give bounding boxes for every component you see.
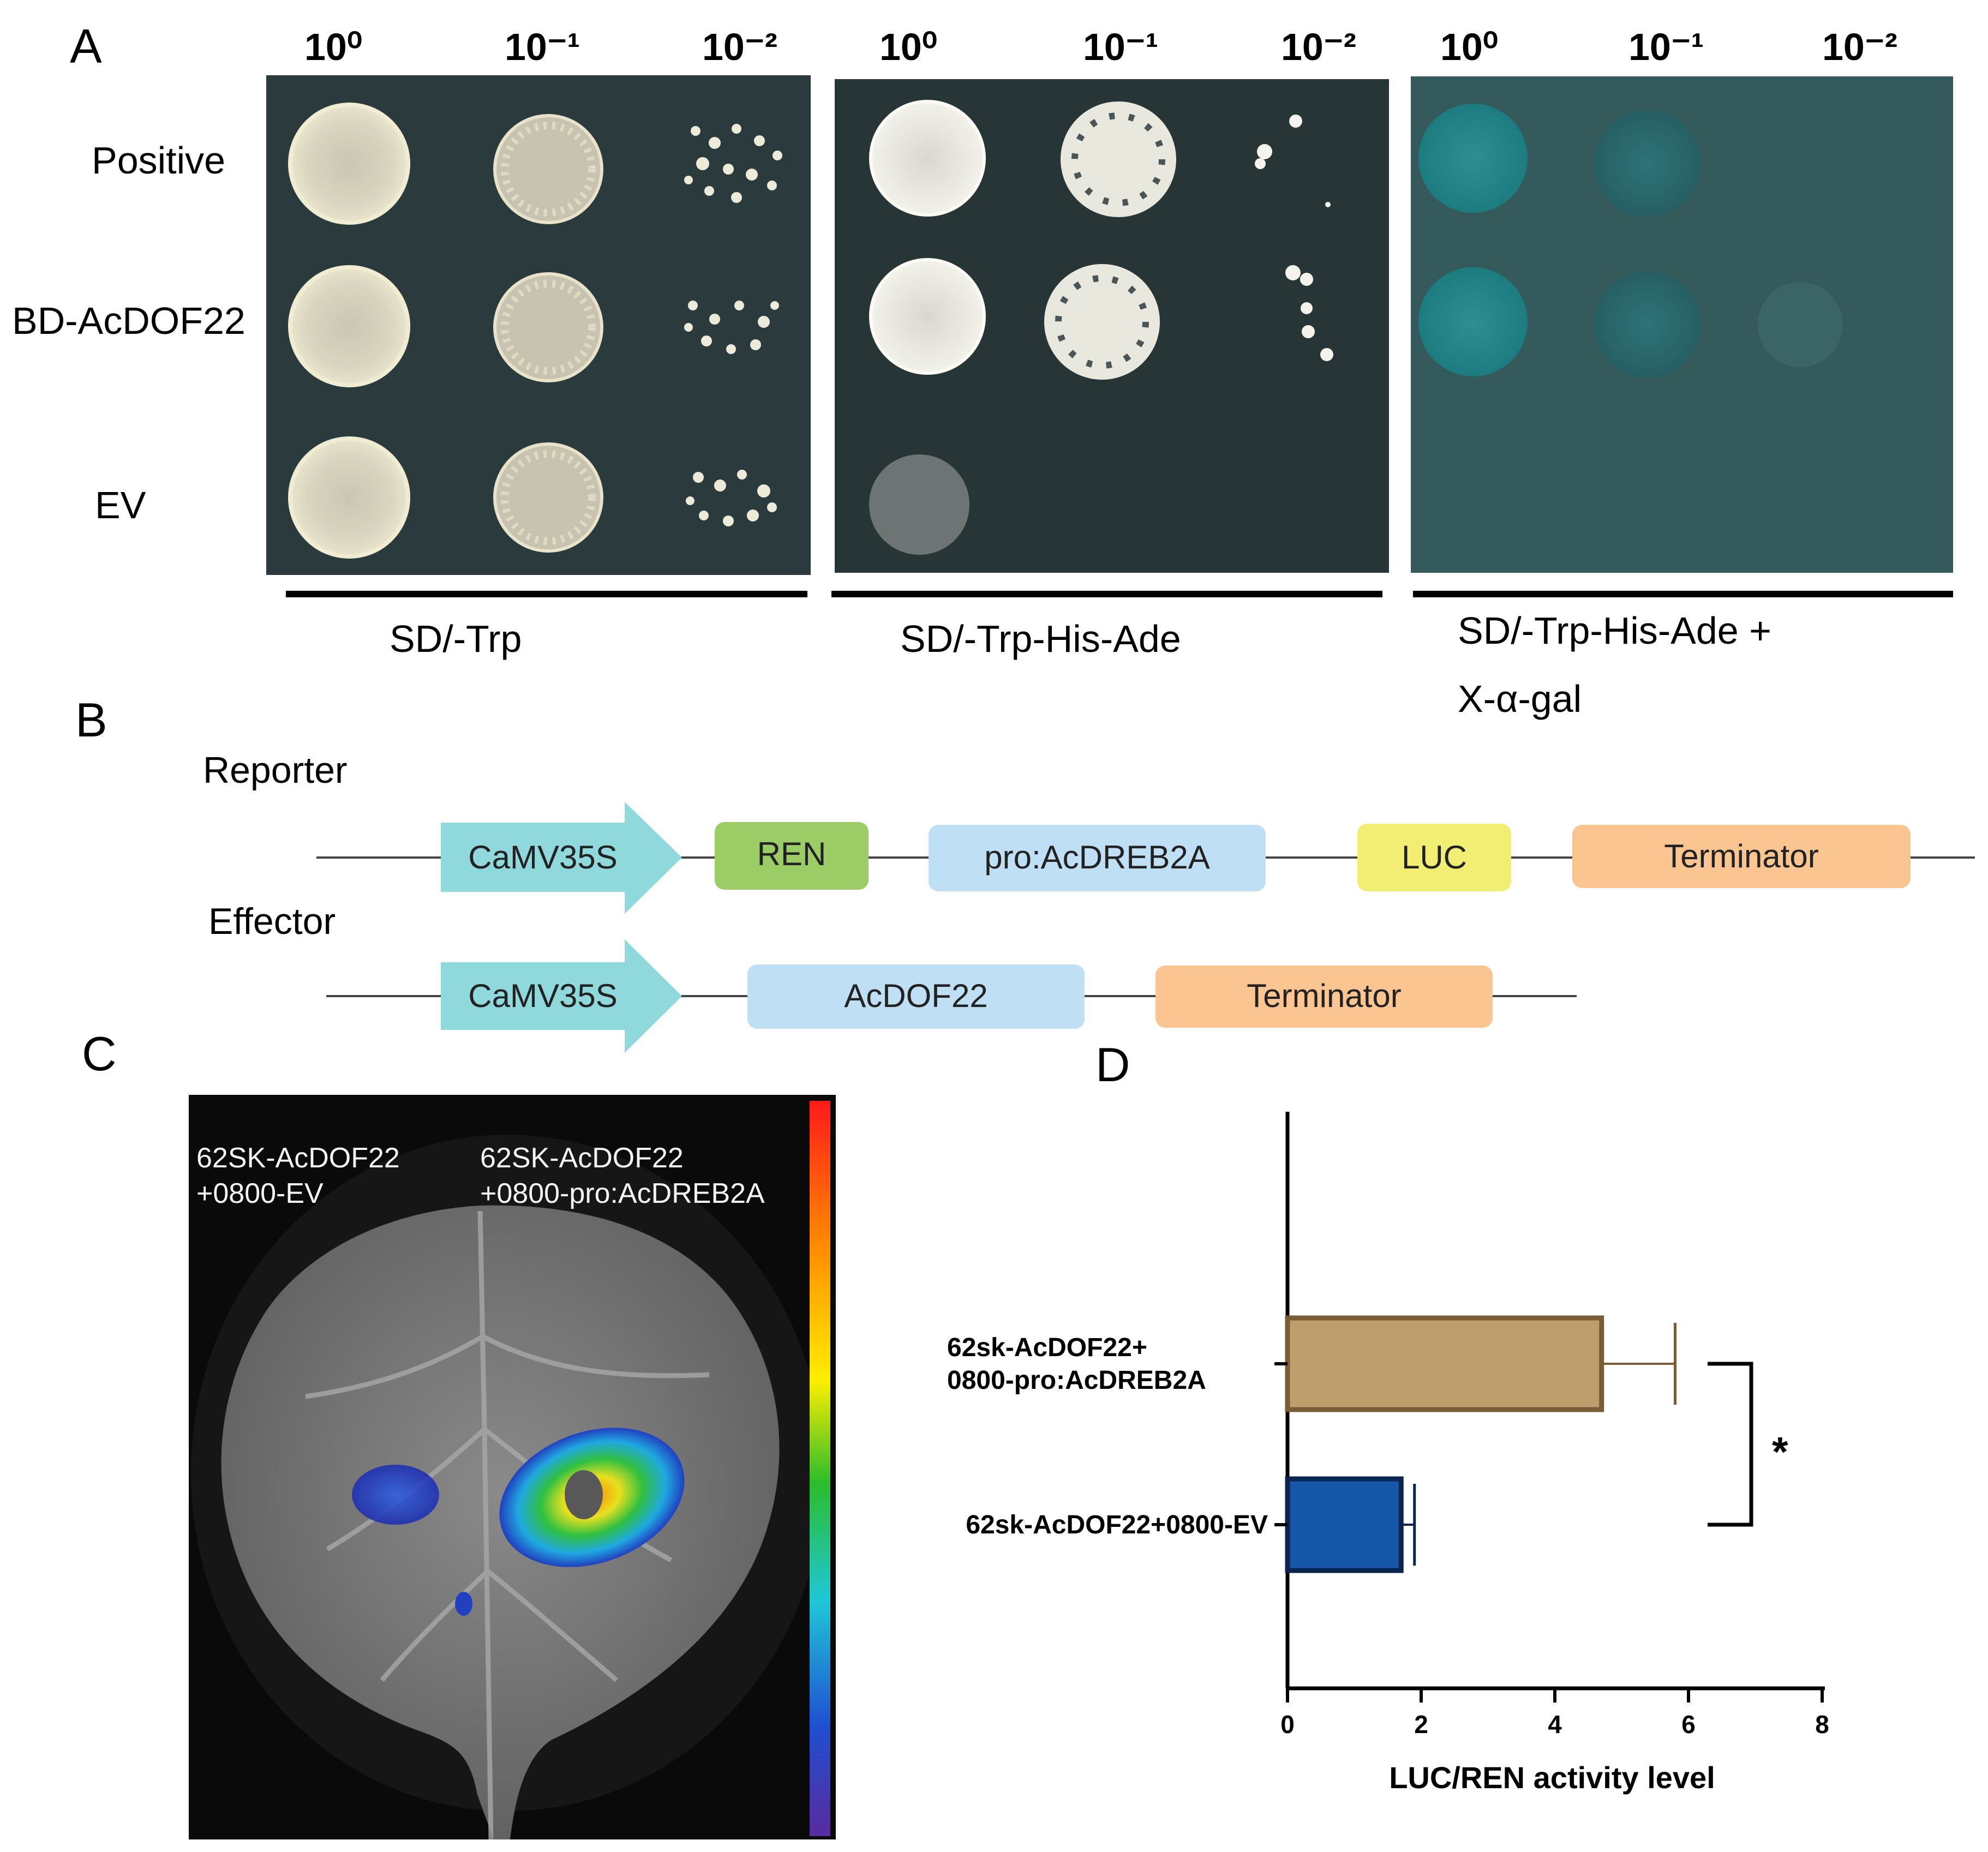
- panel-letter-c: C: [82, 1027, 117, 1081]
- significance-star: *: [1772, 1429, 1788, 1476]
- row-label-positive: Positive: [92, 139, 225, 182]
- dilution-headers: 10⁰ 10⁻¹ 10⁻² 10⁰ 10⁻¹ 10⁻² 10⁰ 10⁻¹ 10⁻…: [304, 26, 1897, 68]
- medium-label-sd-trp: SD/-Trp: [390, 618, 522, 660]
- bar: [1285, 1476, 1404, 1573]
- significance-bracket: [1708, 1362, 1753, 1527]
- signal-left-dot: [455, 1592, 472, 1616]
- x-axis-title: LUC/REN activity level: [1389, 1760, 1715, 1795]
- reporter-promoter-label: CaMV35S: [468, 839, 617, 876]
- effector-promoter-label: CaMV35S: [468, 978, 617, 1014]
- reporter-terminator-label: Terminator: [1664, 838, 1818, 874]
- effector-label: Effector: [208, 901, 336, 942]
- dilution-label: 10⁻²: [702, 26, 777, 68]
- reporter-terminator-block: [1572, 825, 1911, 888]
- plate-sd-trp-his-ade: [835, 79, 1389, 573]
- bar: [1285, 1315, 1604, 1412]
- dilution-label: 10⁻¹: [505, 26, 580, 68]
- luc-ren-bar-chart: 0 2 4 6 8 62sk-AcDOF22+ 0800-pro:AcDREB2A 62sk-…: [947, 1112, 1829, 1795]
- dilution-label: 10⁻¹: [1628, 26, 1704, 68]
- reporter-luc-label: LUC: [1402, 839, 1467, 876]
- reporter-label: Reporter: [203, 750, 348, 791]
- leaf-label-right-line1: 62SK-AcDOF22: [480, 1142, 684, 1174]
- reporter-construct: CaMV35S REN pro:AcDREB2A LUC Terminator: [316, 802, 1975, 914]
- dilution-label: 10⁰: [1440, 26, 1498, 68]
- reporter-ren-label: REN: [757, 836, 827, 872]
- luciferase-image: 62SK-AcDOF22 +0800-EV 62SK-AcDOF22 +0800…: [189, 1095, 836, 1840]
- medium-label-x-gal-line2: X-α-gal: [1458, 678, 1582, 720]
- reporter-promoter-arrow: [441, 802, 682, 914]
- leaf-label-left-line2: +0800-EV: [196, 1178, 324, 1209]
- signal-left: [352, 1465, 439, 1525]
- effector-construct: CaMV35S AcDOF22 Terminator: [326, 939, 1577, 1053]
- x-tick-label: 0: [1280, 1710, 1295, 1739]
- panel-letter-d: D: [1095, 1038, 1130, 1092]
- dilution-label: 10⁻¹: [1083, 26, 1158, 68]
- effector-gene-block: [747, 964, 1085, 1029]
- panel-letter-b: B: [75, 693, 107, 747]
- x-tick-label: 4: [1548, 1710, 1562, 1739]
- medium-label-sd-trp-his-ade: SD/-Trp-His-Ade: [900, 618, 1181, 660]
- leaf-label-left-line1: 62SK-AcDOF22: [196, 1142, 400, 1174]
- media-bars: [286, 591, 1953, 597]
- plate-x-alpha-gal: [1411, 76, 1953, 573]
- panel-letter-a: A: [70, 19, 102, 73]
- x-tick-label: 8: [1815, 1710, 1829, 1739]
- plate-sd-trp: [266, 75, 811, 575]
- effector-terminator-block: [1155, 966, 1493, 1028]
- row-label-ev: EV: [95, 484, 146, 526]
- reporter-luc-block: [1357, 824, 1511, 891]
- dilution-label: 10⁰: [304, 26, 362, 68]
- leaf-label-right-line2: +0800-pro:AcDREB2A: [480, 1178, 765, 1209]
- effector-promoter-arrow: [441, 939, 682, 1053]
- x-tick-label: 2: [1414, 1710, 1428, 1739]
- category-label: 0800-pro:AcDREB2A: [947, 1366, 1206, 1395]
- effector-gene-label: AcDOF22: [844, 978, 987, 1014]
- effector-terminator-label: Terminator: [1247, 978, 1401, 1014]
- reporter-pro-label: pro:AcDREB2A: [984, 839, 1210, 876]
- row-labels: Positive BD-AcDOF22 EV: [12, 139, 245, 526]
- reporter-pro-block: [929, 825, 1266, 891]
- row-label-bd-acdof22: BD-AcDOF22: [12, 299, 245, 342]
- intensity-colorbar: [810, 1101, 830, 1836]
- category-label: 62sk-AcDOF22+0800-EV: [966, 1511, 1268, 1539]
- reporter-ren-block: [715, 822, 869, 890]
- dilution-label: 10⁻²: [1281, 26, 1356, 68]
- dilution-label: 10⁰: [879, 26, 937, 68]
- medium-label-x-gal-line1: SD/-Trp-His-Ade +: [1458, 609, 1771, 652]
- x-tick-label: 6: [1681, 1710, 1696, 1739]
- dilution-label: 10⁻²: [1822, 26, 1897, 68]
- category-label: 62sk-AcDOF22+: [947, 1333, 1147, 1362]
